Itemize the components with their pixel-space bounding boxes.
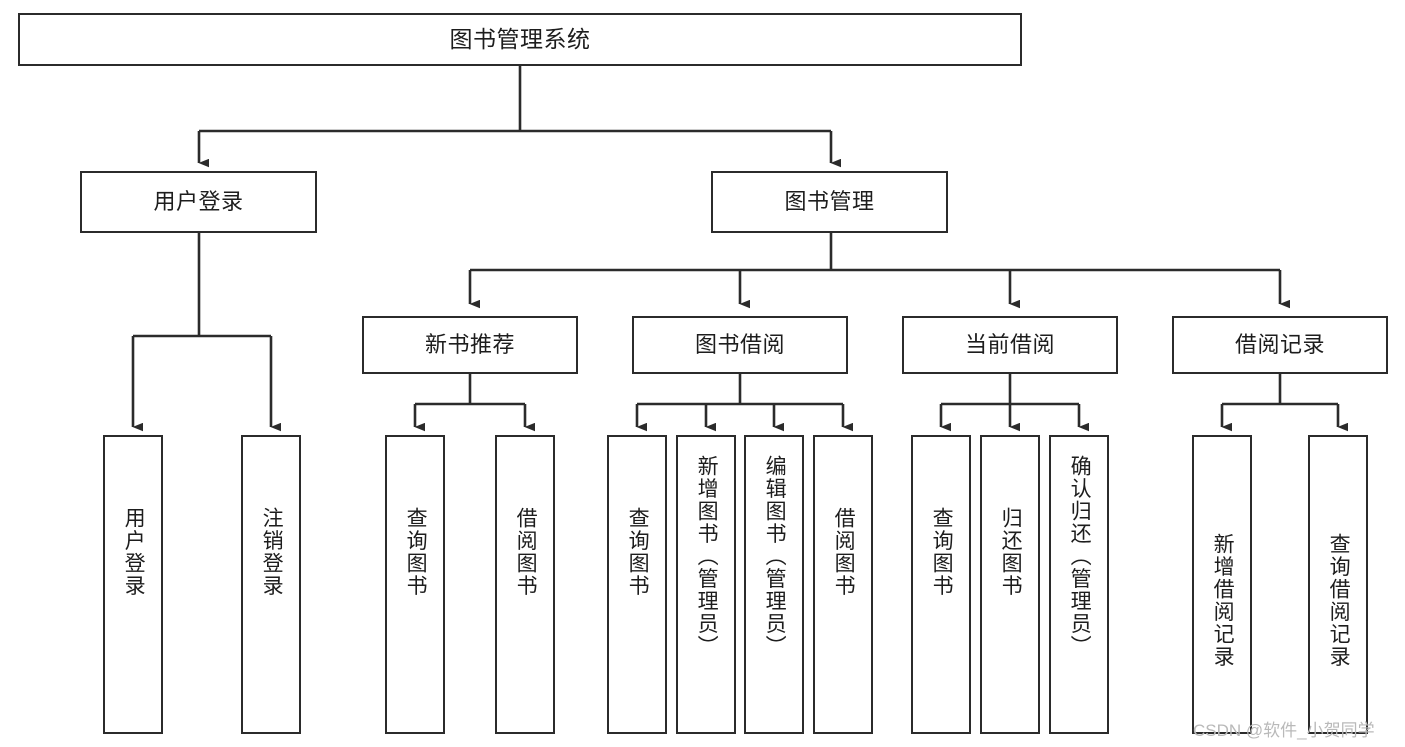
node-book-borrow[interactable]: 图书借阅 — [632, 316, 848, 374]
node-label: 查询借阅记录 — [1327, 533, 1351, 668]
node-label: 借阅图书 — [832, 507, 856, 597]
leaf-borrow-record-add-record[interactable]: 新增借阅记录 — [1192, 435, 1252, 734]
node-label: 图书管理 — [784, 189, 875, 215]
leaf-current-borrow-return-book[interactable]: 归还图书 — [980, 435, 1040, 734]
node-label: 当前借阅 — [964, 332, 1055, 358]
node-label: 查询图书 — [626, 507, 650, 597]
leaf-current-borrow-query-book[interactable]: 查询图书 — [911, 435, 971, 734]
csdn-watermark: CSDN @软件_小贺同学 — [1193, 721, 1375, 740]
node-label: 注销登录 — [260, 507, 284, 597]
node-user-login[interactable]: 用户登录 — [80, 171, 317, 233]
node-label: 图书管理系统 — [449, 25, 591, 52]
node-label: 借阅记录 — [1234, 332, 1325, 358]
node-label: 图书借阅 — [694, 332, 785, 358]
node-label: 查询图书 — [930, 507, 954, 597]
leaf-new-book-borrow-book[interactable]: 借阅图书 — [495, 435, 555, 734]
node-root-book-management-system[interactable]: 图书管理系统 — [18, 13, 1022, 66]
leaf-book-borrow-borrow-book[interactable]: 借阅图书 — [813, 435, 873, 734]
node-label: 用户登录 — [122, 507, 146, 597]
node-new-book-recommend[interactable]: 新书推荐 — [362, 316, 578, 374]
node-label: 借阅图书 — [514, 507, 538, 597]
node-label: 编辑图书（管理员） — [763, 455, 787, 658]
node-label: 确认归还（管理员） — [1068, 455, 1092, 658]
node-book-management[interactable]: 图书管理 — [711, 171, 948, 233]
leaf-current-borrow-confirm-return-admin[interactable]: 确认归还（管理员） — [1049, 435, 1109, 734]
leaf-book-borrow-add-book-admin[interactable]: 新增图书（管理员） — [676, 435, 736, 734]
node-label: 新增图书（管理员） — [695, 455, 719, 658]
node-current-borrow[interactable]: 当前借阅 — [902, 316, 1118, 374]
node-borrow-record[interactable]: 借阅记录 — [1172, 316, 1388, 374]
leaf-user-login-logout[interactable]: 注销登录 — [241, 435, 301, 734]
leaf-book-borrow-edit-book-admin[interactable]: 编辑图书（管理员） — [744, 435, 804, 734]
leaf-book-borrow-query-book[interactable]: 查询图书 — [607, 435, 667, 734]
node-label: 用户登录 — [153, 189, 244, 215]
leaf-user-login-login[interactable]: 用户登录 — [103, 435, 163, 734]
node-label: 新增借阅记录 — [1211, 533, 1235, 668]
leaf-borrow-record-query-record[interactable]: 查询借阅记录 — [1308, 435, 1368, 734]
node-label: 查询图书 — [404, 507, 428, 597]
leaf-new-book-query-book[interactable]: 查询图书 — [385, 435, 445, 734]
node-label: 新书推荐 — [424, 332, 515, 358]
node-label: 归还图书 — [999, 507, 1023, 597]
